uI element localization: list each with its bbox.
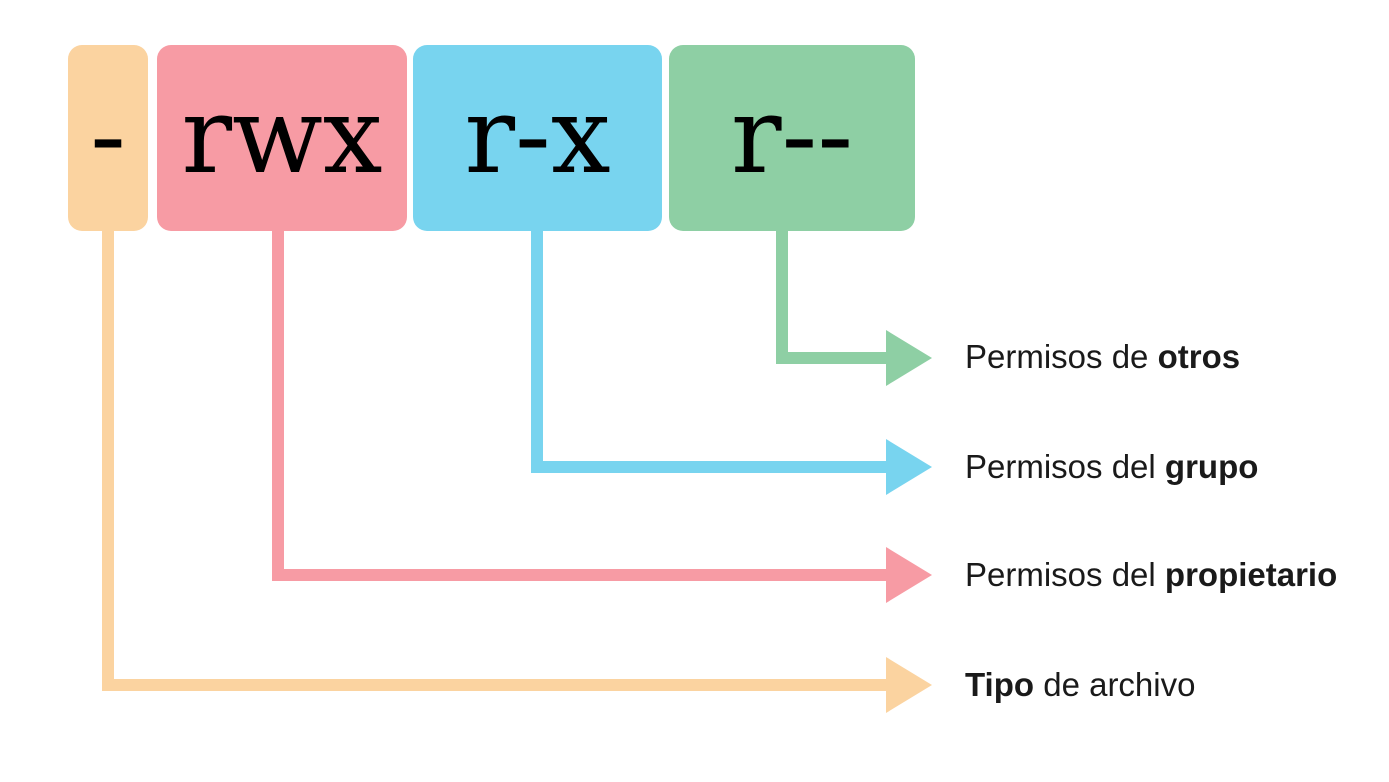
caption-group-bold: grupo bbox=[1164, 448, 1259, 485]
connector-others bbox=[776, 225, 932, 386]
caption-others-plain: Permisos de bbox=[965, 338, 1158, 375]
permission-chars-type: - bbox=[90, 74, 126, 197]
permission-chars-others: r-- bbox=[730, 74, 854, 197]
connector-group bbox=[531, 225, 932, 495]
arrowhead-type bbox=[886, 657, 932, 713]
caption-owner: Permisos del propietario bbox=[965, 558, 1337, 591]
caption-type-bold: Tipo bbox=[965, 666, 1035, 703]
caption-group: Permisos del grupo bbox=[965, 450, 1258, 483]
caption-type-plain: de archivo bbox=[1034, 666, 1196, 703]
connector-owner bbox=[272, 225, 932, 603]
arrowhead-owner bbox=[886, 547, 932, 603]
caption-owner-bold: propietario bbox=[1164, 556, 1338, 593]
connector-type bbox=[102, 225, 932, 713]
caption-owner-plain: Permisos del bbox=[965, 556, 1165, 593]
permission-segment-type[interactable]: - bbox=[68, 45, 148, 231]
permission-chars-owner: rwx bbox=[181, 74, 383, 197]
permission-segment-group[interactable]: r-x bbox=[413, 45, 662, 231]
caption-others: Permisos de otros bbox=[965, 340, 1240, 373]
caption-group-plain: Permisos del bbox=[965, 448, 1165, 485]
permission-segment-owner[interactable]: rwx bbox=[157, 45, 407, 231]
caption-others-bold: otros bbox=[1157, 338, 1241, 375]
permission-segment-others[interactable]: r-- bbox=[669, 45, 915, 231]
arrowhead-others bbox=[886, 330, 932, 386]
caption-type: Tipo de archivo bbox=[965, 668, 1195, 701]
arrowhead-group bbox=[886, 439, 932, 495]
permission-chars-group: r-x bbox=[464, 74, 611, 197]
